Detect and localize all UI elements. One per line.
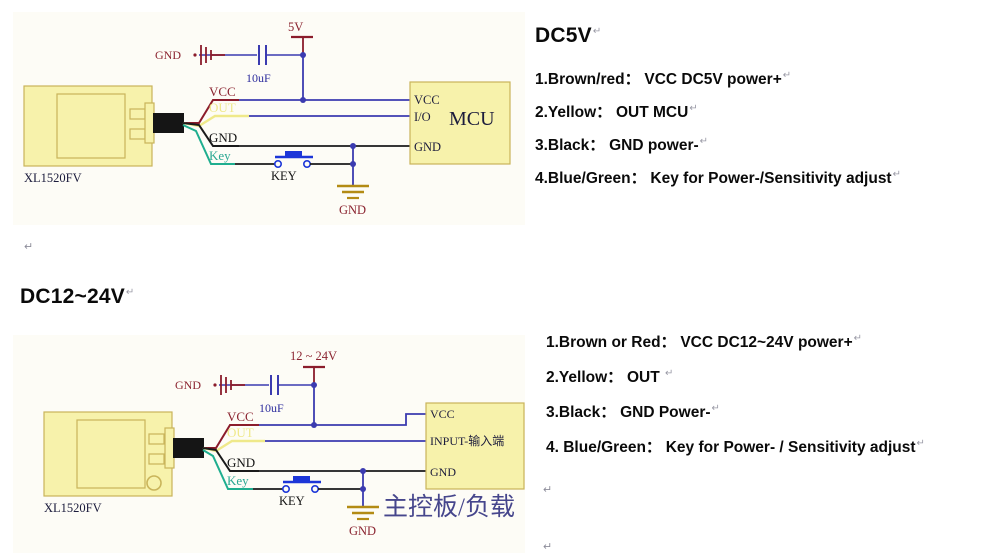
target-pin-label-2: GND [430,465,456,479]
sensor-module-label: XL1520FV [44,501,102,515]
bus-vcc [259,413,426,426]
bullet-dc12-1: 1.Brown or Red： VCC DC12~24V power+↵ [546,332,863,351]
wire-gnd [202,447,259,472]
paragraph-mark: ↵ [125,287,135,298]
sensor-connector-plug [153,113,184,133]
bullet-dc12-3: 3.Black： GND Power-↵ [546,402,720,421]
cap-gnd-label: GND [175,378,201,392]
sensor-connector-shroud [164,427,175,469]
ground-label: GND [339,203,366,217]
target-pin-label-0: VCC [414,93,440,107]
paragraph-mark: ↵ [853,332,863,344]
bus-vcc-junction-dot [311,422,317,428]
key-switch-label: KEY [279,494,305,508]
cap-value-label: 10uF [246,71,271,85]
schematic-dc5v: VCC OUT GND Key XL1520FV 10uF GND 5V [23,20,511,217]
paragraph-mark: ↵ [782,69,792,81]
text-column-dc5v: DC5V↵ 1.Brown/red： VCC DC5V power+↵ 2.Ye… [535,24,995,188]
schematic-dc12-24v: VCC OUT GND Key XL1520FV 10uF GND 12 ~ 2… [43,349,525,538]
sensor-module-inner-chip [56,93,126,159]
key-terminal-left [281,485,290,494]
diagram-panel-dc12-24v: VCC OUT GND Key XL1520FV 10uF GND 12 ~ 2… [13,335,525,553]
wire-label-out: OUT [209,100,236,115]
paragraph-mark-gap-2: ↵ [543,484,553,496]
target-device-title: 主控板/负载 [383,493,515,521]
target-pin-label-0: VCC [430,407,455,421]
sensor-module-label: XL1520FV [24,171,82,185]
paragraph-mark: ↵ [665,367,674,379]
paragraph-mark: ↵ [592,26,602,37]
bullet-dc5v-3: 3.Black： GND power-↵ [535,135,709,154]
key-terminal-left [273,160,282,169]
diagram-panel-dc5v: VCC OUT GND Key XL1520FV 10uF GND 5V [13,12,525,225]
target-device-box [409,81,511,165]
wire-key [202,449,253,490]
key-terminal-right [310,485,319,494]
sensor-module-inner-chip [76,419,146,489]
sensor-module-pad-1 [148,433,165,445]
wire-key [182,124,235,165]
cap-value-label: 10uF [259,401,284,415]
bullet-dc5v-2: 2.Yellow： OUT MCU↵ [535,102,698,121]
paragraph-mark: ↵ [689,102,698,114]
paragraph-mark: ↵ [892,168,901,180]
target-pin-label-1: I/O [414,110,431,124]
cap-gnd-label: GND [155,48,181,62]
key-button-cap [285,151,302,157]
cap-gnd-dot [213,383,217,387]
wire-label-gnd: GND [209,130,237,145]
key-terminal-right [302,160,311,169]
bullet-dc12-2: 2.Yellow： OUT ↵ [546,367,674,386]
sensor-module-pad-1 [129,108,146,120]
target-pin-label-2: GND [414,140,441,154]
wire-label-gnd: GND [227,455,255,470]
sensitivity-potentiometer [146,475,162,491]
supply-voltage-label: 12 ~ 24V [290,349,337,363]
wire-label-vcc: VCC [209,84,236,99]
bullet-dc5v-4: 4.Blue/Green： Key for Power-/Sensitivity… [535,168,901,187]
key-button-cap [293,476,310,482]
wire-label-vcc: VCC [227,409,254,424]
target-pin-label-1: INPUT-输入端 [430,433,504,448]
supply-voltage-label: 5V [288,20,303,34]
paragraph-mark: ↵ [916,437,925,449]
sensor-connector-plug [173,438,204,458]
wire-label-key: Key [227,473,249,488]
sensor-connector-shroud [144,102,155,144]
section-heading-dc5v: DC5V↵ [535,24,602,47]
bullet-dc5v-1: 1.Brown/red： VCC DC5V power+↵ [535,69,792,88]
paragraph-mark: ↵ [711,402,720,414]
target-device-title: MCU [449,108,495,130]
bus-vcc-junction-dot [300,97,306,103]
sensor-module-pad-2 [129,128,146,140]
paragraph-mark: ↵ [699,135,709,147]
section-heading-dc12-24v: DC12~24V↵ [20,285,135,308]
wire-gnd [182,122,239,147]
paragraph-mark-gap-1: ↵ [24,241,34,253]
cap-gnd-dot [193,53,197,57]
target-device-box [425,402,525,490]
sensor-module-pad-2 [148,453,165,465]
text-column-dc12-24v: 1.Brown or Red： VCC DC12~24V power+↵ 2.Y… [546,330,996,457]
paragraph-mark-gap-3: ↵ [543,541,553,553]
bullet-dc12-4: 4. Blue/Green： Key for Power- / Sensitiv… [546,437,925,456]
key-switch-label: KEY [271,169,297,183]
wire-label-out: OUT [227,425,254,440]
wire-label-key: Key [209,148,231,163]
ground-label: GND [349,524,376,538]
